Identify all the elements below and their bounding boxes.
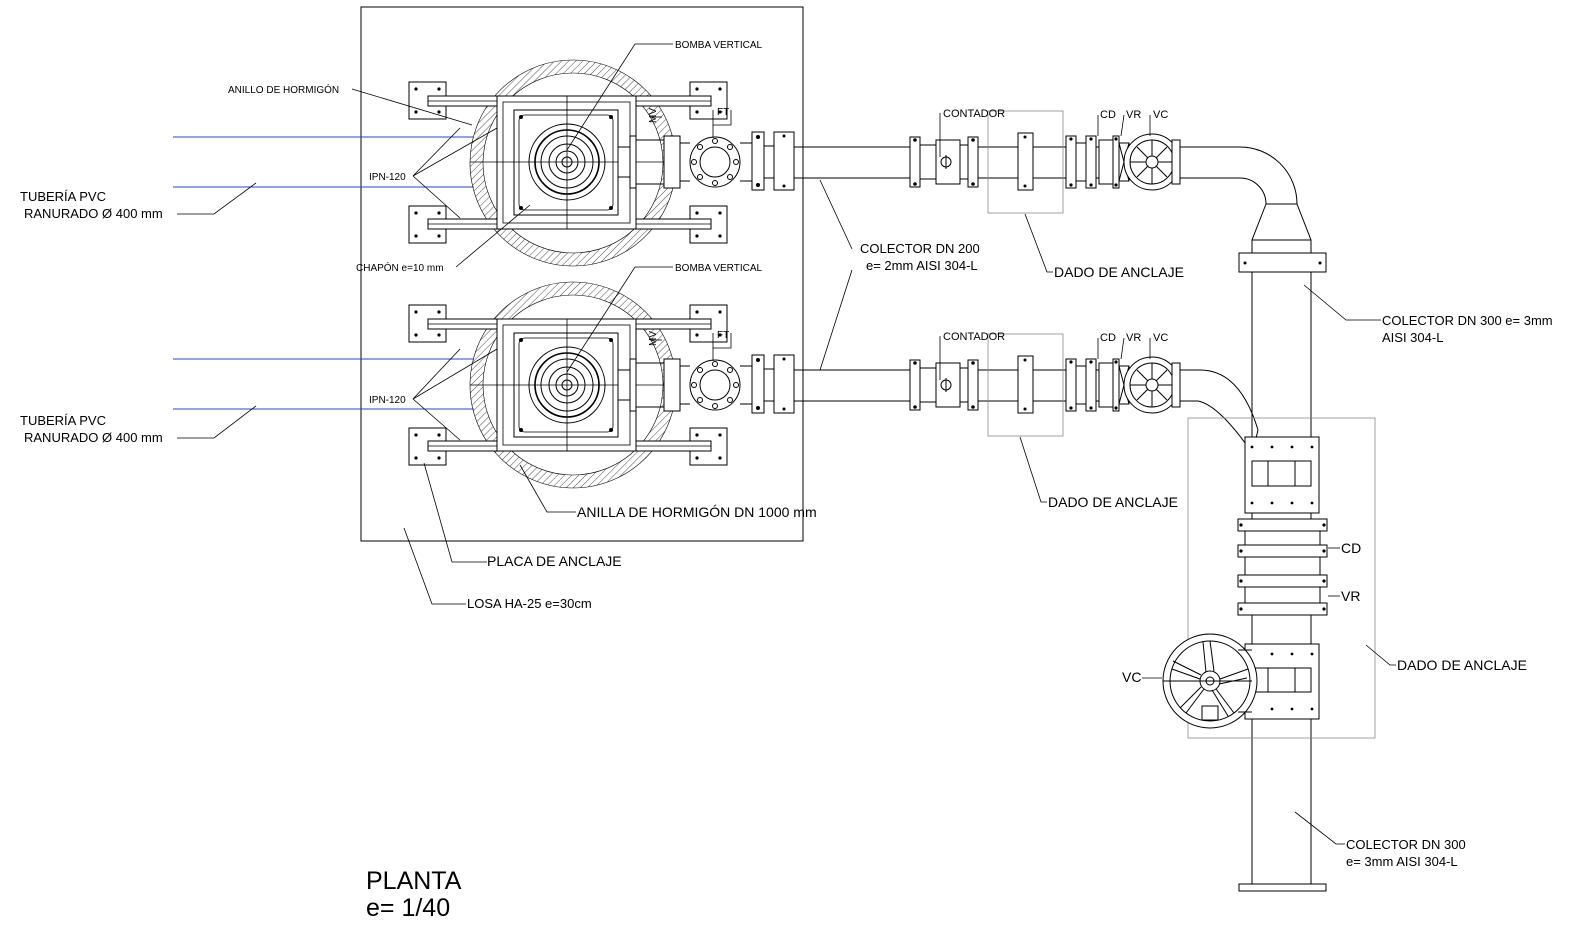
leader-lines [177,43,1396,845]
label-vc: VC [1153,332,1168,344]
label-placa-anclaje: PLACA DE ANCLAJE [487,553,622,569]
label-mv: MV [648,108,659,123]
label-colector-dn300-spec: e= 3mm AISI 304-L [1346,854,1458,869]
collector-dn200-lower [794,333,1259,448]
check-valve-vr [1244,586,1321,604]
pvc-pipes [173,136,474,410]
label-colector-dn300: COLECTOR DN 300 e= 3mm [1382,313,1553,328]
label-vr: VR [1126,332,1141,344]
anchor-block [987,333,1064,437]
anchor-block [1187,417,1376,739]
title-scale: e= 1/40 [366,894,450,922]
label-mv: MV [648,331,659,346]
check-valve-mv [663,135,681,189]
label-colector-dn300: COLECTOR DN 300 [1346,837,1466,852]
label-bomba-vertical: BOMBA VERTICAL [675,40,763,51]
label-ipn: IPN-120 [369,172,406,183]
label-colector-dn300-spec: AISI 304-L [1382,330,1443,345]
label-vr: VR [1341,588,1360,604]
labels: BOMBA VERTICAL ANILLO DE HORMIGÓN IPN-12… [20,40,1553,869]
collector-dn300-main [1162,203,1376,892]
flow-transmitter-flange [689,359,741,411]
pump-assembly-2 [408,281,795,489]
collector-end-plate [1238,883,1327,892]
title-planta: PLANTA [366,867,462,895]
label-vc: VC [1122,669,1141,685]
check-valve-mv [663,358,681,412]
label-cd: CD [1341,540,1361,556]
label-chapon: CHAPÓN e=10 mm [356,261,444,274]
flow-transmitter-flange [689,136,741,188]
label-colector-dn200-spec: e= 2mm AISI 304-L [866,258,978,273]
dismantling-joint-cd [1098,139,1114,185]
drawing-title: PLANTA e= 1/40 [366,867,462,922]
label-bomba-vertical: BOMBA VERTICAL [675,263,763,274]
pump-motor-square [513,109,619,216]
label-colector-dn200: COLECTOR DN 200 [860,241,980,256]
label-dado-anclaje: DADO DE ANCLAJE [1048,494,1178,510]
label-cd: CD [1100,109,1116,121]
label-ipn: IPN-120 [369,395,406,406]
label-contador: CONTADOR [943,331,1005,343]
label-tuberia-pvc: TUBERÍA PVC [20,413,106,428]
label-vr: VR [1126,109,1141,121]
dismantling-joint-cd [1237,544,1328,558]
dismantling-joint-cd [1098,362,1114,408]
label-dado-anclaje: DADO DE ANCLAJE [1397,657,1527,673]
concrete-slab [360,6,804,542]
label-losa: LOSA HA-25 e=30cm [467,596,592,611]
label-contador: CONTADOR [943,108,1005,120]
anchor-block [987,110,1064,214]
pump-assembly-1 [408,59,795,267]
label-cd: CD [1100,332,1116,344]
label-anillo-hormigon: ANILLO DE HORMIGÓN [228,83,339,96]
label-anilla-dn1000: ANILLA DE HORMIGÓN DN 1000 mm [577,504,817,520]
label-tuberia-pvc: TUBERÍA PVC [20,189,106,204]
collector-dn200-upper [794,110,1298,214]
label-ft: FT [717,107,729,118]
label-dado-anclaje: DADO DE ANCLAJE [1054,264,1184,280]
label-ft: FT [717,330,729,341]
label-tuberia-ranurado: RANURADO Ø 400 mm [24,430,163,445]
label-tuberia-ranurado: RANURADO Ø 400 mm [24,206,163,221]
label-vc: VC [1153,109,1168,121]
